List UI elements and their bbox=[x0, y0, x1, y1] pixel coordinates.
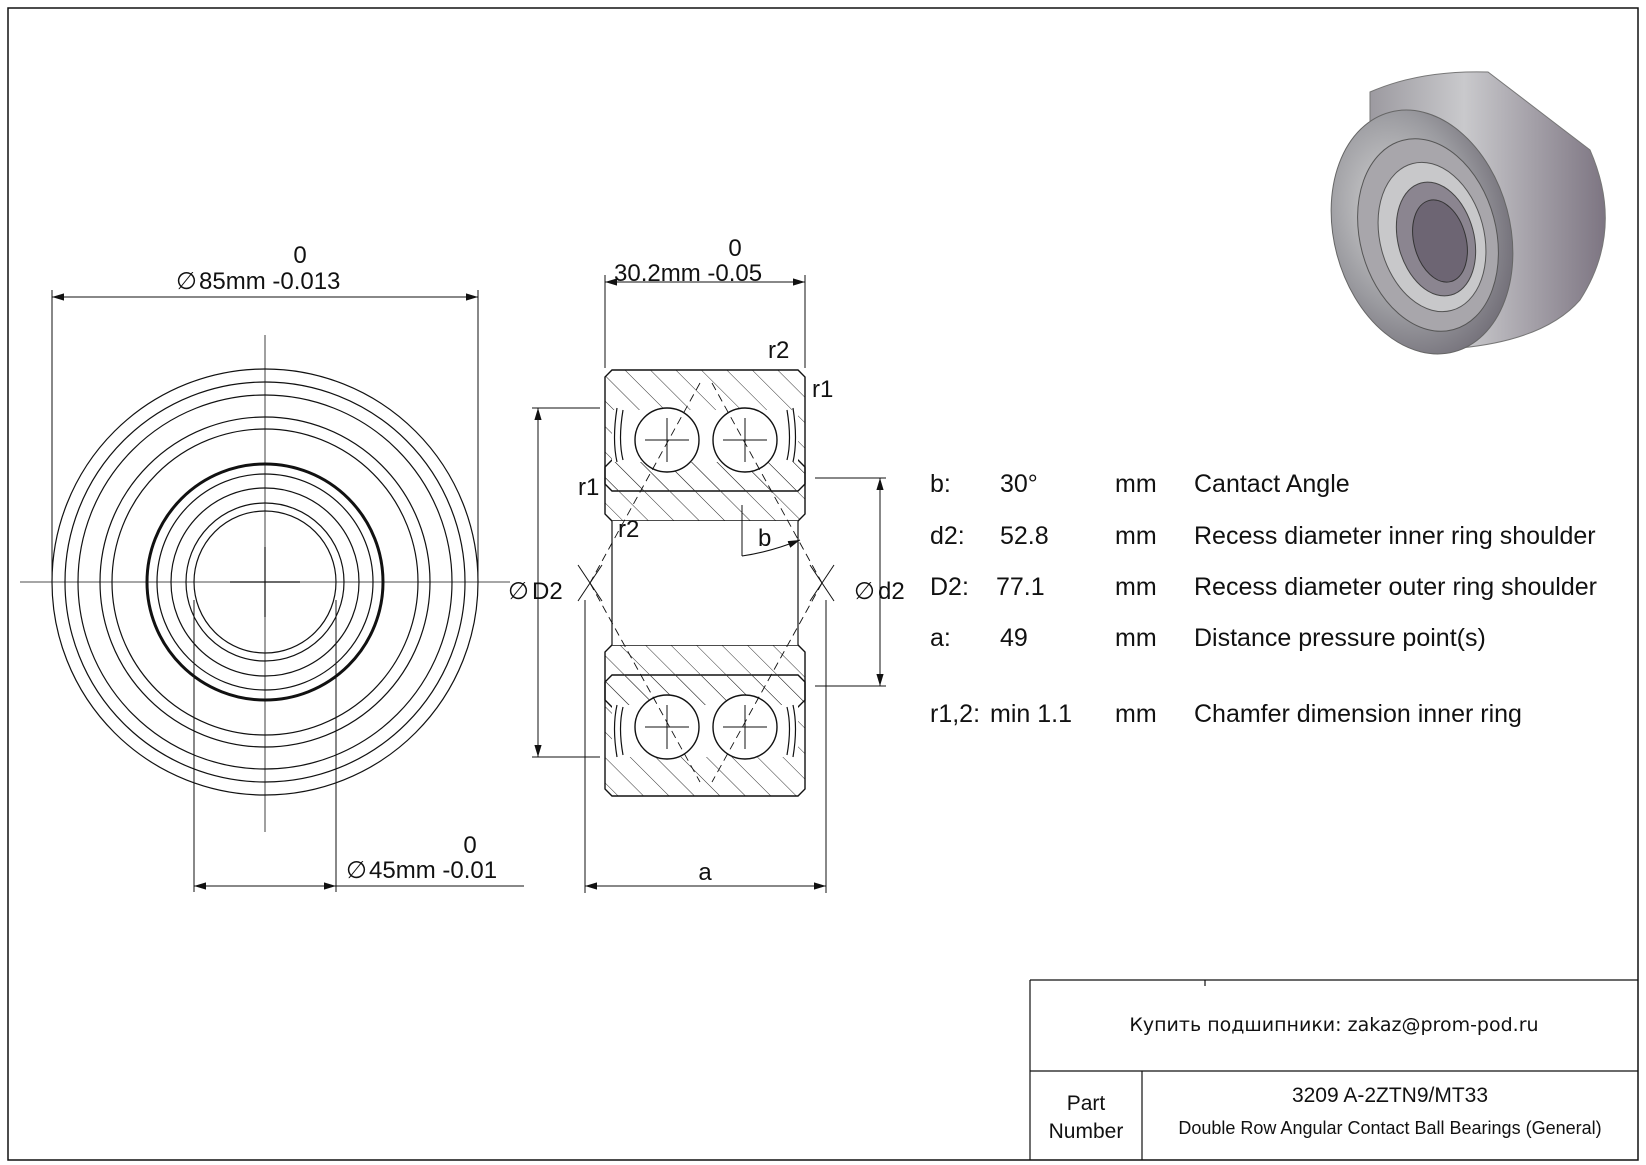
front-view bbox=[20, 335, 510, 832]
part-description: Double Row Angular Contact Ball Bearings… bbox=[1178, 1118, 1602, 1138]
bore-diameter-label: 45mm -0.01 bbox=[369, 857, 497, 884]
spec-value: min 1.1 bbox=[990, 700, 1072, 728]
spec-unit: mm bbox=[1115, 700, 1157, 728]
title-block bbox=[1029, 979, 1638, 1160]
a-dimension bbox=[584, 600, 827, 893]
width-tol-upper: 0 bbox=[728, 235, 741, 262]
width-label: 30.2mm -0.05 bbox=[614, 260, 762, 287]
spec-key: b: bbox=[930, 470, 951, 498]
part-label-line1: Part bbox=[1066, 1092, 1106, 1115]
spec-key: r1,2: bbox=[930, 700, 981, 728]
spec-unit: mm bbox=[1115, 470, 1157, 498]
spec-row: D2: 77.1 mm Recess diameter outer ring s… bbox=[930, 573, 1640, 603]
diameter-symbol-icon: ∅ bbox=[176, 268, 197, 295]
b-angle-label: b bbox=[758, 525, 771, 552]
r2-label-left: r2 bbox=[618, 516, 639, 543]
spec-value: 49 bbox=[1000, 624, 1028, 652]
outer-diameter-dimension bbox=[51, 290, 479, 580]
part-label-line2: Number bbox=[1048, 1120, 1124, 1143]
spec-row: r1,2: min 1.1 mm Chamfer dimension inner… bbox=[930, 700, 1640, 730]
spec-key: a: bbox=[930, 624, 951, 652]
part-number: 3209 A-2ZTN9/MT33 bbox=[1291, 1084, 1489, 1107]
D2-dimension bbox=[532, 407, 600, 758]
spec-row: a: 49 mm Distance pressure point(s) bbox=[930, 624, 1640, 654]
a-label: a bbox=[698, 859, 712, 886]
d2-dimension bbox=[815, 477, 886, 687]
outer-diameter-label: 85mm -0.013 bbox=[199, 268, 340, 295]
diameter-symbol-icon: ∅ bbox=[854, 578, 875, 605]
spec-desc: Recess diameter inner ring shoulder bbox=[1194, 522, 1596, 550]
spec-unit: mm bbox=[1115, 573, 1157, 601]
bore-diameter-tol-upper: 0 bbox=[463, 832, 476, 859]
bearing-3d-render bbox=[1330, 71, 1606, 355]
part-label: Part Number bbox=[1030, 1090, 1142, 1146]
diameter-symbol-icon: ∅ bbox=[346, 857, 367, 884]
spec-desc: Cantact Angle bbox=[1194, 470, 1350, 498]
spec-desc: Chamfer dimension inner ring bbox=[1194, 700, 1522, 728]
section-view bbox=[577, 369, 835, 797]
title-contact: Купить подшипники: zakaz@prom-pod.ru bbox=[1129, 1014, 1539, 1036]
spec-value: 52.8 bbox=[1000, 522, 1049, 550]
spec-key: D2: bbox=[930, 573, 969, 601]
spec-desc: Recess diameter outer ring shoulder bbox=[1194, 573, 1597, 601]
spec-row: d2: 52.8 mm Recess diameter inner ring s… bbox=[930, 522, 1640, 552]
r2-label-top: r2 bbox=[768, 337, 789, 364]
bore-diameter-dimension bbox=[193, 600, 524, 892]
spec-value: 77.1 bbox=[996, 573, 1045, 601]
outer-diameter-tol-upper: 0 bbox=[293, 242, 306, 269]
r1-label-left: r1 bbox=[578, 474, 599, 501]
spec-desc: Distance pressure point(s) bbox=[1194, 624, 1486, 652]
d2-label: d2 bbox=[878, 578, 905, 605]
page-border bbox=[7, 7, 1639, 1161]
D2-label: D2 bbox=[532, 578, 563, 605]
spec-unit: mm bbox=[1115, 624, 1157, 652]
spec-value: 30° bbox=[1000, 470, 1038, 498]
width-dimension bbox=[604, 275, 806, 368]
spec-key: d2: bbox=[930, 522, 965, 550]
spec-row: b: 30° mm Cantact Angle bbox=[930, 470, 1640, 500]
diameter-symbol-icon: ∅ bbox=[508, 578, 529, 605]
r1-label-top: r1 bbox=[812, 376, 833, 403]
spec-unit: mm bbox=[1115, 522, 1157, 550]
